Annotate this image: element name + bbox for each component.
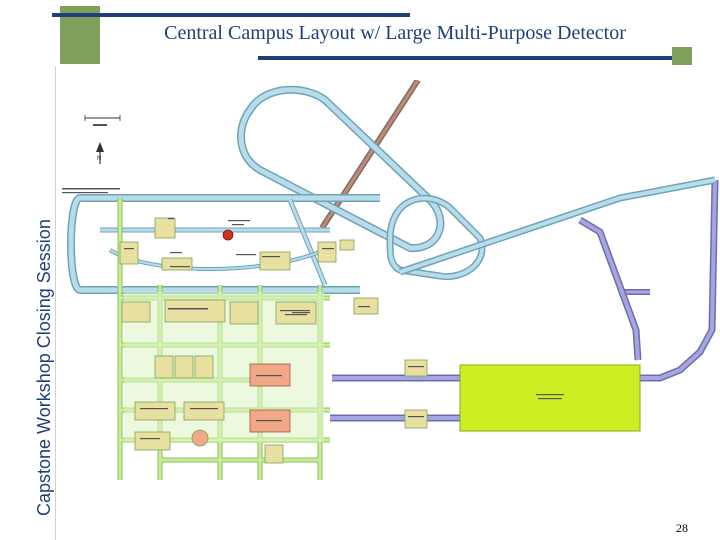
accent-line-top [52,13,410,17]
campus-layout-map: N [62,80,719,480]
accelerator-ring-upper [237,85,445,253]
accent-square-small [672,47,692,65]
target-station-icon [222,229,234,241]
linac-lattice [67,176,716,294]
side-title-region: Capstone Workshop Closing Session [0,0,55,540]
map-annotations [62,188,564,440]
north-arrow-icon: N [96,142,104,164]
accelerator-ring-lower [386,194,486,281]
building-blocks [119,217,428,464]
side-title: Capstone Workshop Closing Session [34,219,54,516]
slide-number: 28 [676,521,688,535]
slide-title: Central Campus Layout w/ Large Multi-Pur… [164,22,626,44]
accent-line-bottom [258,56,684,60]
scale-bar [84,115,121,126]
svg-text:N: N [97,156,101,162]
side-divider [55,66,56,540]
